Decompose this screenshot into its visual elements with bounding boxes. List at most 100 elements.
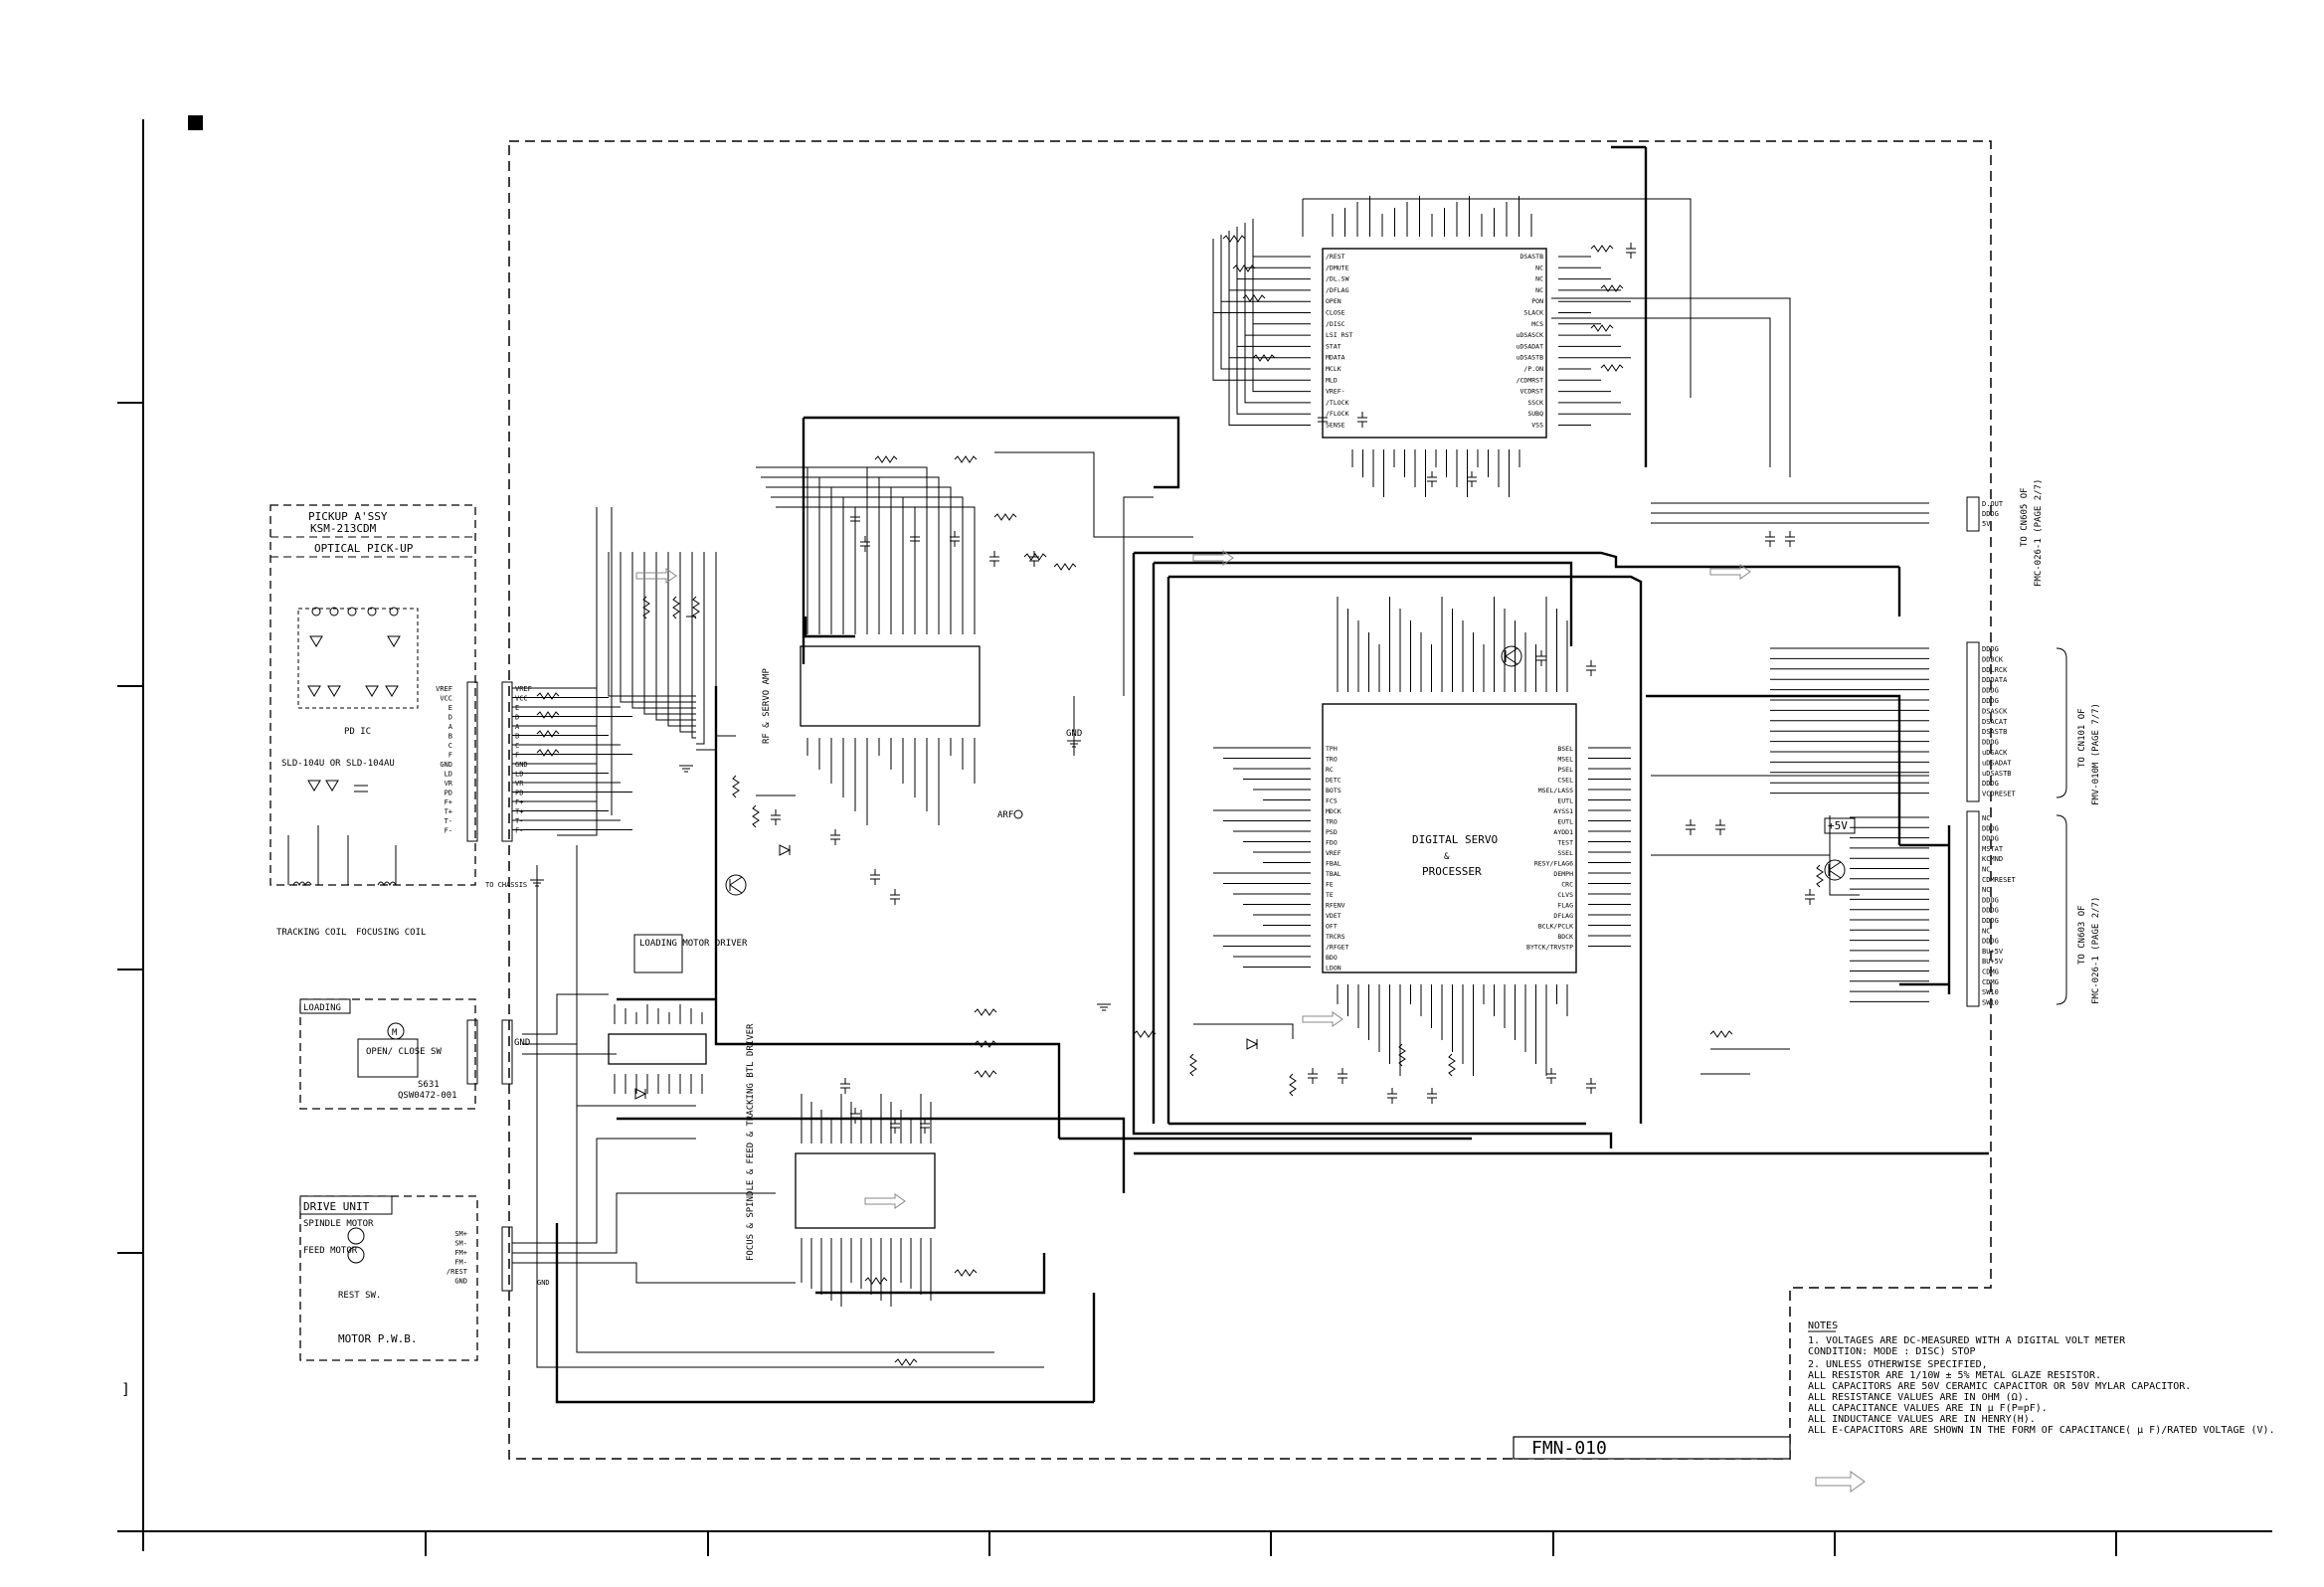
dsp-pin-label: VDET: [1326, 912, 1341, 920]
dsp-pin-label: TRO: [1326, 756, 1338, 764]
connector-pin-label: DSASCK: [1982, 707, 2008, 715]
mcu-pin-label: CLOSE: [1326, 309, 1345, 317]
capacitor: [840, 1078, 850, 1094]
connector-pin-label: SW10: [1982, 988, 1999, 996]
connector-pin-label: PD: [515, 790, 523, 797]
loading-block: LOADING M OPEN/ CLOSE SW S631 QSW0472-00…: [299, 998, 530, 1110]
connector-pin-label: DDDG: [1982, 896, 1999, 904]
mcu-pin-label: STAT: [1326, 342, 1341, 350]
loading-driver-ic: [608, 1033, 707, 1065]
dsp-label-1: DIGITAL SERVO: [1412, 833, 1498, 846]
capacitor: [1427, 1088, 1437, 1104]
signal-arrow-icon: [1192, 550, 1234, 566]
dsp-pin-label: EUTL: [1557, 818, 1573, 826]
conn-mid-dest-2: FMV-010M (PAGE 7/7): [2091, 703, 2101, 805]
capacitor: [1467, 471, 1477, 487]
diode: [1246, 1038, 1259, 1050]
resistor: [894, 1358, 918, 1366]
dsp-pin-label: VREF: [1326, 849, 1341, 857]
power-bus: [555, 145, 1989, 1404]
mcu-pin-label: /REST: [1326, 253, 1345, 261]
pickup-pin-label: T-: [445, 817, 452, 825]
dsp-pin-label: TE: [1326, 891, 1334, 899]
dsp-pin-label: MSEL/LASS: [1538, 787, 1573, 794]
pickup-pin-label: F-: [445, 827, 452, 835]
mcu-pin-label: /DFLAG: [1326, 286, 1349, 294]
dsp-pin-label: PSEL: [1557, 766, 1573, 774]
mcu-pin-label: uDSADAT: [1517, 342, 1543, 350]
capacitor: [860, 536, 870, 552]
resistor: [954, 1269, 978, 1277]
dsp-pin-label: FE: [1326, 881, 1334, 889]
dsp-pin-label: FBAL: [1326, 860, 1341, 868]
dsp-pin-label: CSEL: [1557, 777, 1573, 785]
spindle-motor-label: SPINDLE MOTOR: [303, 1219, 374, 1229]
capacitor: [1586, 660, 1596, 676]
dsp-pin-label: BSEL: [1557, 745, 1573, 753]
dsp-pin-label: DFLAG: [1553, 912, 1573, 920]
plus5v-label: +5V: [1828, 819, 1848, 832]
capacitor: [910, 531, 920, 547]
resistor: [1600, 284, 1624, 292]
resistor: [954, 455, 978, 463]
connector-pin-label: DDDG: [1982, 824, 1999, 832]
dsp-pin-label: AYSS1: [1553, 807, 1573, 815]
connector-pin-label: NC: [1982, 886, 1990, 894]
connector-pin-label: A: [515, 723, 520, 731]
mcu-pin-label: OPEN: [1326, 297, 1341, 305]
conn-bot-dest-2: FMC-026-1 (PAGE 2/7): [2091, 897, 2101, 1004]
mcu-pin-label: MCLK: [1326, 365, 1341, 373]
resistor: [974, 1070, 997, 1078]
capacitor: [870, 869, 880, 885]
dsp-pin-label: AYDD1: [1553, 828, 1573, 836]
resistor: [642, 596, 650, 619]
transistor: [1824, 859, 1846, 881]
note-line-9: ALL E-CAPACITORS ARE SHOWN IN THE FORM O…: [1808, 1425, 2275, 1436]
resistor: [1242, 294, 1266, 302]
connector-pin-label: uDSADAT: [1982, 759, 2012, 767]
dsp-pin-label: TPH: [1326, 745, 1338, 753]
dsp-pin-label: MSEL: [1557, 756, 1573, 764]
diode: [634, 1088, 647, 1100]
connector-pin-label: VR: [515, 780, 524, 788]
page-border: [117, 119, 2272, 1556]
connector-pin-label: VREF: [515, 685, 532, 693]
dsp-pin-label: OFT: [1326, 923, 1338, 931]
ground: [530, 879, 544, 887]
connector-pin-label: GND: [515, 761, 528, 769]
capacitor: [1785, 531, 1795, 547]
capacitor: [1357, 412, 1367, 428]
dsp-pin-label: BDCK: [1557, 933, 1573, 941]
passive-components: [530, 235, 1846, 1366]
resistor: [1232, 264, 1256, 272]
pickup-title: PICKUP A'SSY: [308, 510, 388, 523]
dsp-pin-label: SSEL: [1557, 849, 1573, 857]
dsp-pin-label: FCS: [1326, 797, 1338, 805]
corner-marker: [188, 115, 203, 130]
capacitor: [1546, 1068, 1556, 1084]
connector-pin-label: uDSACK: [1982, 749, 2008, 757]
btl-driver-ic: FOCUS & SPINDLE & FEED & TRACKING BTL DR…: [746, 1023, 936, 1261]
dsp-pin-label: RESY/FLAG6: [1534, 860, 1573, 868]
connector-pin-label: LD: [515, 771, 523, 779]
tracking-coil-label: TRACKING COIL: [276, 928, 346, 938]
drive-pin-label: FM-: [454, 1259, 467, 1267]
dsp-pin-label: LDON: [1326, 965, 1341, 972]
connector-pin-label: F+: [515, 798, 523, 806]
pickup-pin-label: B: [448, 733, 452, 741]
dsp-label-3: PROCESSER: [1422, 865, 1482, 878]
mcu-pin-label: /FLOCK: [1326, 410, 1349, 418]
mcu-pin-label: NC: [1535, 286, 1543, 294]
capacitor: [989, 551, 999, 567]
connector-pin-label: VCDRESET: [1982, 791, 2017, 798]
resistor: [536, 730, 560, 738]
capacitor: [890, 1118, 900, 1134]
mcu-pin-label: SSCK: [1527, 399, 1543, 407]
mcu-pin-label: uDSASCK: [1517, 331, 1543, 339]
mcu-pin-label: NC: [1535, 275, 1543, 283]
capacitor: [850, 511, 860, 527]
notes-block: NOTES 1. VOLTAGES ARE DC-MEASURED WITH A…: [1808, 1321, 2275, 1493]
ground: [1097, 1003, 1111, 1011]
